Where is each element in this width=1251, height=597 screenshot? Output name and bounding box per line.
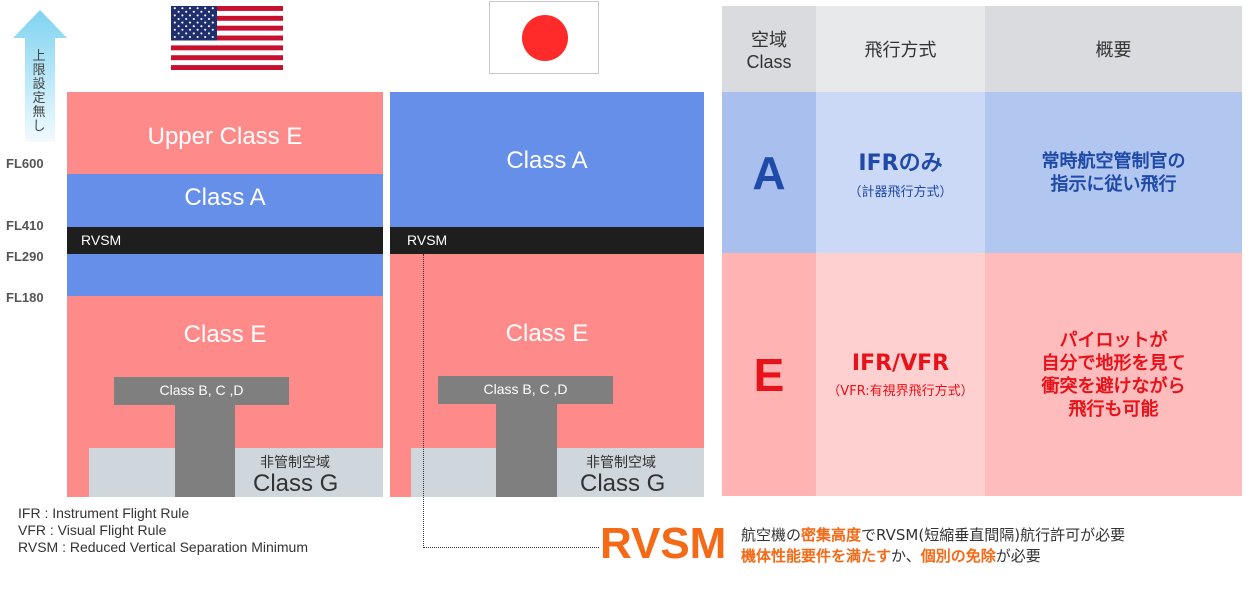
row-a-rule-cell: IFRのみ （計器飛行方式）	[816, 92, 985, 253]
jp-class-a-band: Class A	[390, 92, 704, 227]
row-e-class-cell: E	[722, 253, 816, 496]
legend-vfr: VFR : Visual Flight Rule	[18, 522, 167, 538]
note-line2-highlight1: 機体性能要件を満たす	[741, 547, 892, 565]
row-a-class-cell: A	[722, 92, 816, 253]
fl410-label: FL410	[6, 218, 44, 233]
airspace-class-table: 空域 Class 飛行方式 概要 A IFRのみ （計器飛行方式） 常時航空管制…	[722, 6, 1242, 496]
jp-rvsm-label: RVSM	[407, 232, 448, 248]
rvsm-note-line2: 機体性能要件を満たすか、個別の免除が必要	[741, 546, 1125, 567]
japan-flag-icon	[489, 1, 599, 74]
us-rvsm-band: RVSM	[67, 227, 383, 254]
note-line1-c: でRVSM(短縮垂直間隔)航行許可が必要	[861, 526, 1126, 544]
us-flag-icon	[171, 6, 283, 70]
header-flight-method: 飛行方式	[816, 6, 985, 92]
abbreviation-legend: IFR : Instrument Flight Rule VFR : Visua…	[18, 505, 308, 556]
us-class-bcd-label: Class B, C ,D	[159, 382, 244, 398]
class-a-rule: IFRのみ	[858, 151, 943, 176]
us-upper-class-e-label: Upper Class E	[147, 123, 303, 150]
fl180-label: FL180	[6, 290, 44, 305]
jp-class-bcd-stem	[496, 404, 557, 497]
jp-class-bcd-label: Class B, C ,D	[483, 381, 568, 397]
us-class-a-band: Class A	[67, 174, 383, 227]
class-a-rule-sub: （計器飛行方式）	[848, 185, 953, 200]
us-class-e-label: Class E	[183, 321, 267, 348]
rvsm-connector-horizontal	[423, 547, 599, 548]
class-e-rule-sub: （VFR:有視界飛行方式）	[827, 383, 974, 399]
fl600-label: FL600	[6, 156, 44, 171]
rvsm-note-line1: 航空機の密集高度でRVSM(短縮垂直間隔)航行許可が必要	[741, 525, 1125, 546]
class-e-desc-line1: パイロットが	[1059, 329, 1168, 351]
class-e-desc-line3: 衝突を避けながら	[1041, 375, 1186, 397]
jp-uncontrolled-area	[411, 448, 704, 497]
jp-class-bcd-top	[438, 376, 613, 404]
class-a-letter: A	[752, 146, 786, 199]
us-class-a-label: Class A	[184, 184, 266, 211]
class-e-letter: E	[753, 348, 785, 401]
legend-rvsm: RVSM : Reduced Vertical Separation Minim…	[18, 539, 308, 555]
class-e-desc-line2: 自分で地形を見て	[1041, 352, 1186, 374]
jp-uncontrolled-label: 非管制空域	[586, 455, 656, 471]
us-uncontrolled-area	[89, 448, 383, 497]
header-overview: 概要	[985, 6, 1242, 92]
row-e-rule-cell: IFR/VFR （VFR:有視界飛行方式）	[816, 253, 985, 496]
legend-ifr: IFR : Instrument Flight Rule	[18, 505, 190, 521]
class-e-desc-line4: 飛行も可能	[1068, 398, 1159, 420]
japan-airspace-column: Class A RVSM Class E Class B, C ,D 非管制空域…	[390, 92, 704, 497]
us-airspace-column: Upper Class E Class A RVSM Class E Class…	[67, 92, 383, 497]
fl290-label: FL290	[6, 249, 44, 264]
us-class-g-label: Class G	[253, 470, 339, 497]
us-upper-class-e-band: Upper Class E	[67, 92, 383, 174]
class-a-desc-line1: 常時航空管制官の	[1041, 150, 1186, 172]
us-class-bcd-stem	[175, 405, 235, 497]
header-airspace-line2: Class	[746, 51, 792, 72]
note-line1-a: 航空機の	[741, 526, 802, 544]
us-class-a-lower-band	[67, 254, 383, 296]
us-rvsm-label: RVSM	[81, 232, 122, 248]
japan-flag-disc	[522, 15, 568, 61]
note-line2-b: か、	[891, 547, 921, 565]
jp-rvsm-band: RVSM	[390, 227, 704, 254]
rvsm-connector-vertical	[423, 254, 424, 548]
jp-class-a-label: Class A	[506, 147, 588, 174]
rvsm-note: 航空機の密集高度でRVSM(短縮垂直間隔)航行許可が必要 機体性能要件を満たすか…	[741, 525, 1125, 567]
row-e-desc-cell: パイロットが 自分で地形を見て 衝突を避けながら 飛行も可能	[985, 253, 1242, 496]
note-line2-d: が必要	[995, 547, 1041, 565]
jp-class-e-label: Class E	[505, 320, 589, 347]
row-a-desc-cell: 常時航空管制官の 指示に従い飛行	[985, 92, 1242, 253]
note-line1-highlight: 密集高度	[801, 526, 862, 544]
header-airspace-line1: 空域	[751, 29, 787, 51]
us-uncontrolled-label: 非管制空域	[260, 455, 330, 471]
jp-class-g-label: Class G	[580, 470, 666, 497]
header-airspace-class: 空域 Class	[722, 6, 816, 92]
class-e-rule: IFR/VFR	[851, 350, 950, 376]
us-class-bcd-top	[114, 377, 289, 405]
class-a-desc-line2: 指示に従い飛行	[1050, 173, 1177, 195]
no-upper-limit-text: 上 限 設 定 無 し	[32, 49, 46, 134]
altitude-arrow-icon	[13, 10, 67, 142]
rvsm-title: RVSM	[600, 519, 727, 568]
note-line2-highlight2: 個別の免除	[920, 547, 996, 565]
